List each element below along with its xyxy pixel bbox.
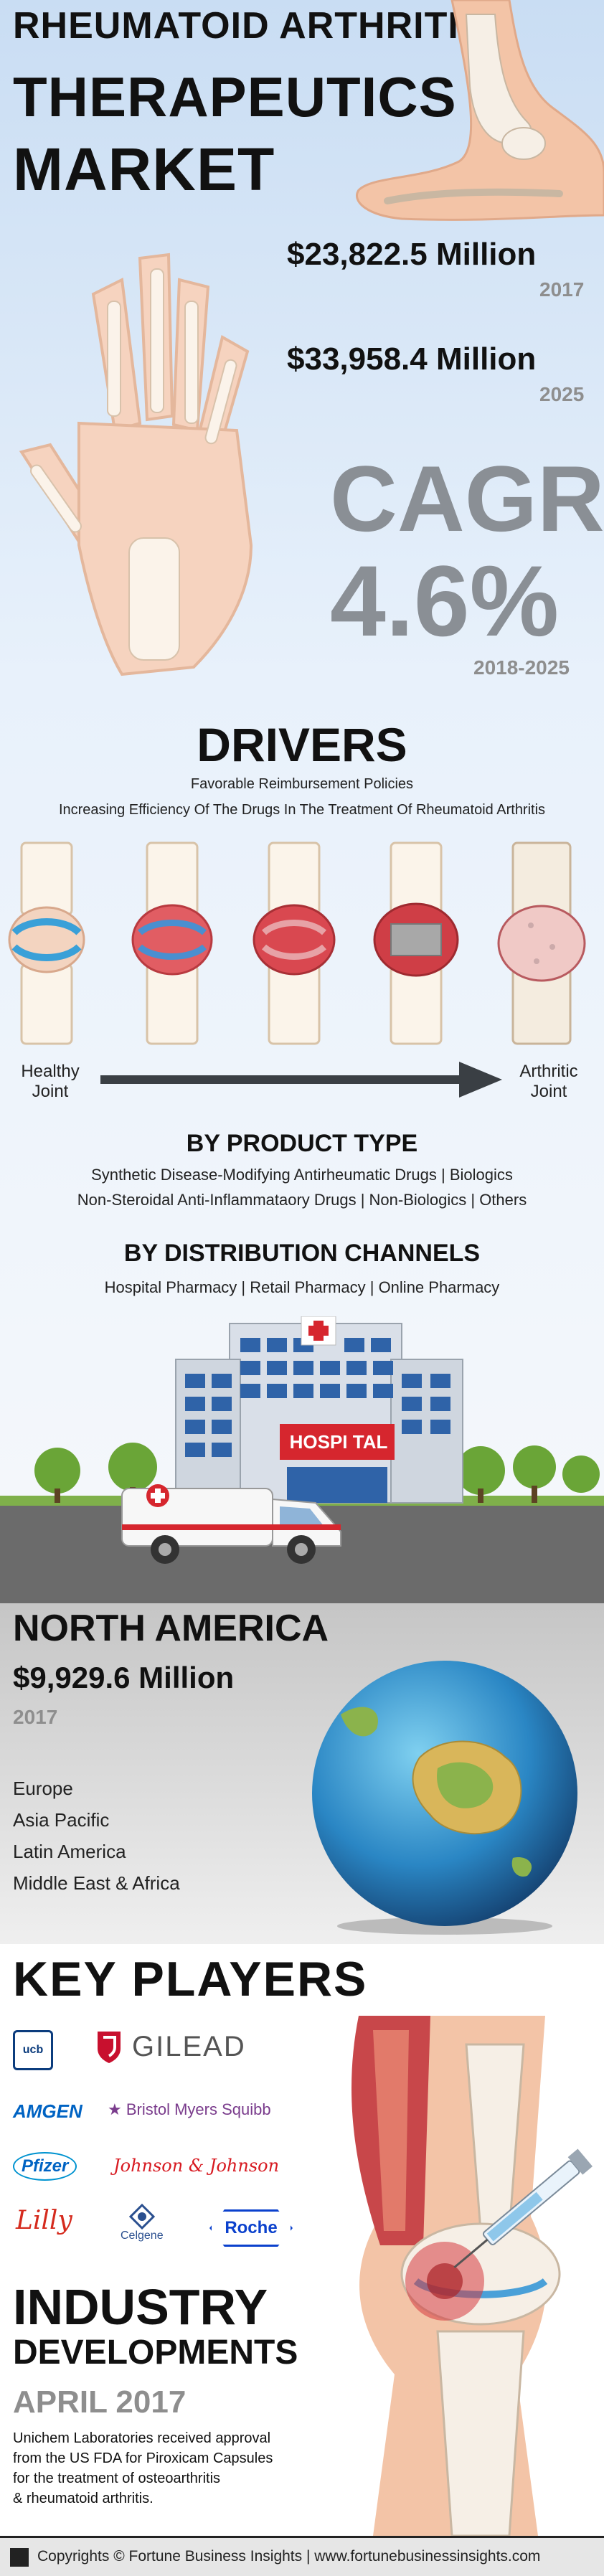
healthy-label-2: Joint bbox=[32, 1082, 69, 1101]
driver-item-1: Favorable Reimbursement Policies bbox=[190, 776, 414, 792]
market-year-2017: 2017 bbox=[539, 278, 585, 301]
hand-illustration bbox=[19, 253, 253, 676]
footer: Copyrights © Fortune Business Insights |… bbox=[0, 2536, 604, 2576]
drivers-heading: DRIVERS bbox=[197, 718, 407, 771]
industry-text-3: for the treatment of osteoarthritis bbox=[13, 2471, 221, 2486]
region-other-2: Asia Pacific bbox=[13, 1809, 110, 1831]
celgene-logo: Celgene bbox=[121, 2204, 164, 2242]
pfizer-logo-text: Pfizer bbox=[22, 2156, 69, 2176]
gilead-logo: GILEAD bbox=[93, 2027, 246, 2066]
region-heading: NORTH AMERICA bbox=[13, 1608, 329, 1649]
region-year: 2017 bbox=[13, 1706, 58, 1728]
progression-arrow-icon bbox=[100, 1062, 502, 1098]
globe-illustration bbox=[312, 1661, 577, 1935]
title-line-2: THERAPEUTICS bbox=[13, 65, 457, 128]
bms-mark-icon: ★ bbox=[108, 2100, 122, 2118]
roche-logo-text: Roche bbox=[225, 2218, 278, 2237]
healthy-label-1: Healthy bbox=[21, 1062, 80, 1081]
ucb-logo: ucb bbox=[13, 2030, 53, 2070]
gilead-mark-icon bbox=[98, 2032, 121, 2063]
foot-illustration bbox=[356, 0, 604, 221]
arthritic-label-2: Joint bbox=[530, 1082, 567, 1101]
market-value-2017: $23,822.5 Million bbox=[287, 237, 537, 272]
bms-logo-text: Bristol Myers Squibb bbox=[126, 2100, 271, 2118]
healthy-joint bbox=[8, 841, 85, 1045]
arthritic-label-1: Arthritic bbox=[519, 1062, 578, 1081]
pfizer-logo: Pfizer bbox=[13, 2152, 77, 2181]
fbi-logo-icon bbox=[10, 2548, 29, 2567]
region-value: $9,929.6 Million bbox=[13, 1661, 235, 1694]
joint-progression-illustration bbox=[8, 841, 586, 1045]
title-line-3: MARKET bbox=[13, 136, 275, 203]
gilead-logo-text: GILEAD bbox=[132, 2030, 246, 2062]
cagr-value: 4.6% bbox=[330, 544, 560, 657]
product-type-heading: BY PRODUCT TYPE bbox=[186, 1130, 418, 1157]
cagr-label: CAGR bbox=[330, 446, 604, 551]
industry-date: APRIL 2017 bbox=[13, 2384, 187, 2420]
footer-copyright: Copyrights © Fortune Business Insights |… bbox=[37, 2548, 541, 2565]
hospital-sign: HOSPI TAL bbox=[289, 1431, 388, 1453]
lilly-logo: Lilly bbox=[16, 2206, 72, 2235]
region-other-1: Europe bbox=[13, 1778, 73, 1799]
market-value-2025: $33,958.4 Million bbox=[287, 341, 537, 377]
industry-text-1: Unichem Laboratories received approval bbox=[13, 2430, 271, 2446]
region-other-3: Latin America bbox=[13, 1841, 126, 1862]
key-players-heading: KEY PLAYERS bbox=[13, 1952, 368, 2006]
industry-heading-2: DEVELOPMENTS bbox=[13, 2334, 298, 2372]
amgen-logo: AMGEN bbox=[13, 2100, 82, 2122]
industry-text-2: from the US FDA for Piroxicam Capsules bbox=[13, 2450, 273, 2466]
knee-injection-illustration bbox=[351, 2016, 593, 2536]
roche-logo: Roche bbox=[209, 2209, 293, 2247]
market-year-2025: 2025 bbox=[539, 383, 585, 405]
ucb-logo-text: ucb bbox=[22, 2044, 44, 2056]
industry-heading-1: INDUSTRY bbox=[13, 2279, 268, 2335]
region-other-4: Middle East & Africa bbox=[13, 1872, 180, 1894]
celgene-mark-icon bbox=[128, 2204, 155, 2230]
cagr-period: 2018-2025 bbox=[473, 656, 570, 679]
distribution-line: Hospital Pharmacy | Retail Pharmacy | On… bbox=[104, 1278, 500, 1296]
product-type-line-1: Synthetic Disease-Modifying Antirheumati… bbox=[91, 1166, 513, 1184]
celgene-logo-text: Celgene bbox=[121, 2230, 164, 2242]
jnj-logo: Johnson & Johnson bbox=[113, 2156, 280, 2176]
distribution-heading: BY DISTRIBUTION CHANNELS bbox=[123, 1240, 481, 1267]
driver-item-2: Increasing Efficiency Of The Drugs In Th… bbox=[58, 802, 546, 818]
industry-text-4: & rheumatoid arthritis. bbox=[13, 2491, 154, 2506]
bms-logo: ★ Bristol Myers Squibb bbox=[108, 2100, 271, 2119]
title-line-1: RHEUMATOID ARTHRITIS bbox=[13, 5, 485, 47]
top-background bbox=[0, 0, 604, 1499]
hospital-scene-illustration bbox=[0, 1316, 604, 1603]
product-type-line-2: Non-Steroidal Anti-Inflammataory Drugs |… bbox=[77, 1191, 527, 1209]
